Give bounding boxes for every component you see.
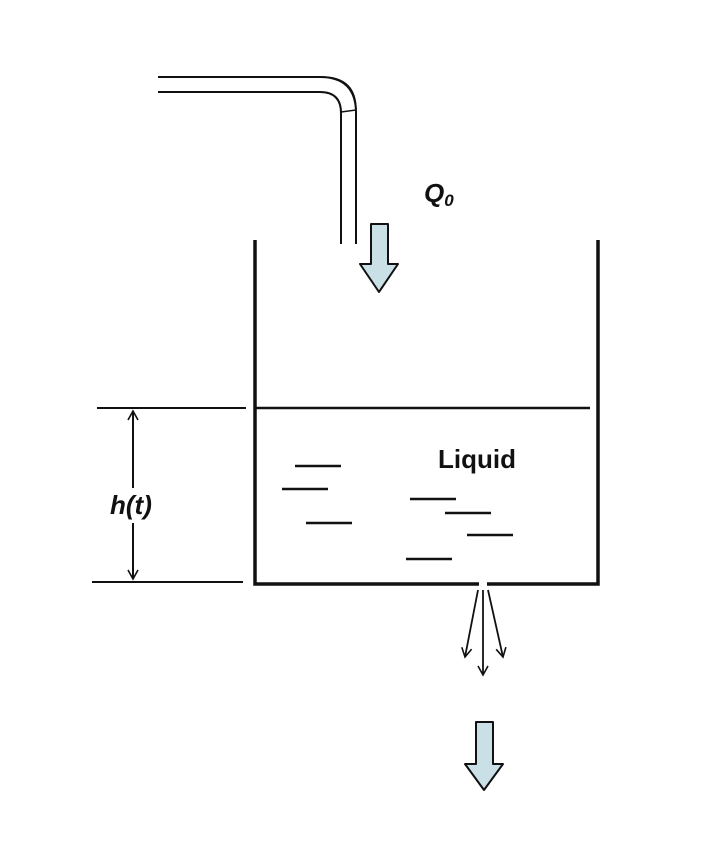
inflow-arrow-icon <box>359 223 399 293</box>
liquid-dashes <box>282 464 513 561</box>
drain-orifice <box>479 578 487 590</box>
inflow-rate-symbol: Q <box>424 178 445 208</box>
outflow-arrow-icon <box>464 721 504 791</box>
inflow-rate-subscript: 0 <box>444 191 454 210</box>
inflow-pipe <box>158 76 357 244</box>
tank-wall <box>253 240 600 586</box>
liquid-label: Liquid <box>438 444 516 474</box>
height-reference-lines <box>92 407 246 583</box>
outflow-jet-arrows-icon <box>461 589 507 677</box>
inflow-rate-label: Q0 <box>424 178 454 211</box>
height-label: h(t) <box>110 488 152 523</box>
